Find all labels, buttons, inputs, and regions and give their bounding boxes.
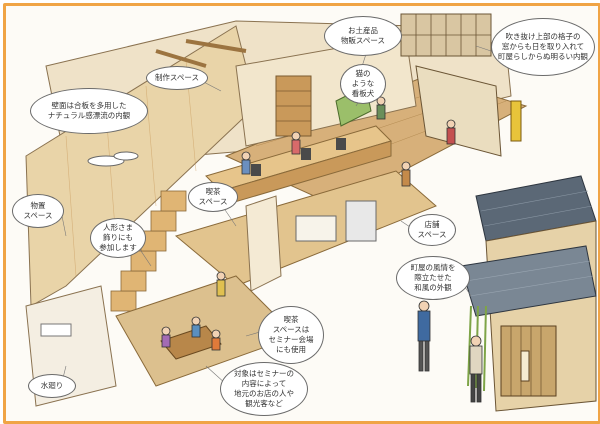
display-case bbox=[295, 215, 337, 242]
illustration-frame: お土産品 物販スペース 吹き抜け上部の格子の 窓からも日を取り入れて 町屋らしか… bbox=[3, 3, 600, 424]
callout-seisaku: 制作スペース bbox=[146, 66, 208, 90]
monitors bbox=[251, 138, 346, 176]
showcase bbox=[345, 200, 377, 242]
callout-souvenir: お土産品 物販スペース bbox=[324, 16, 402, 56]
entrance bbox=[415, 65, 502, 157]
partition-wall bbox=[245, 195, 282, 292]
ceiling-fan bbox=[87, 151, 139, 167]
callout-mado: 猫の ような 看板犬 bbox=[340, 64, 386, 104]
roof-tiles-top bbox=[480, 190, 593, 227]
pedestrians bbox=[417, 300, 483, 403]
callout-monooki: 物置 スペース bbox=[12, 194, 64, 228]
staircase bbox=[110, 190, 187, 312]
sink bbox=[40, 323, 72, 337]
callout-ningyou: 人形さま 飾りにも 参加します bbox=[90, 218, 146, 258]
hanging-sign bbox=[510, 100, 522, 142]
facade-roof-low bbox=[460, 245, 597, 317]
facade-signboard bbox=[520, 350, 530, 382]
callout-kissa-top: 喫茶 スペース bbox=[188, 182, 238, 212]
ceiling-beams bbox=[155, 39, 247, 68]
people bbox=[161, 96, 456, 351]
callout-wall: 壁面は合板を多用した ナチュラル感漂流の内観 bbox=[30, 88, 148, 134]
callout-mizumawari: 水廻り bbox=[28, 374, 76, 398]
callout-fukinuke: 吹き抜け上部の格子の 窓からも日を取り入れて 町屋らしからぬ明るい内観 bbox=[491, 18, 595, 76]
callout-machiya: 町屋の風情を 際立たせた 和風の外観 bbox=[396, 256, 470, 300]
callout-kissa-bottom: 喫茶 スペースは セミナー会場 にも使用 bbox=[258, 306, 324, 364]
cafe-table bbox=[160, 325, 222, 360]
roof-tiles-low bbox=[465, 260, 594, 297]
callout-tenpo: 店舗 スペース bbox=[408, 214, 456, 246]
callout-taishou: 対象はセミナーの 内容によって 地元のお店の人や 観光客など bbox=[220, 362, 308, 416]
